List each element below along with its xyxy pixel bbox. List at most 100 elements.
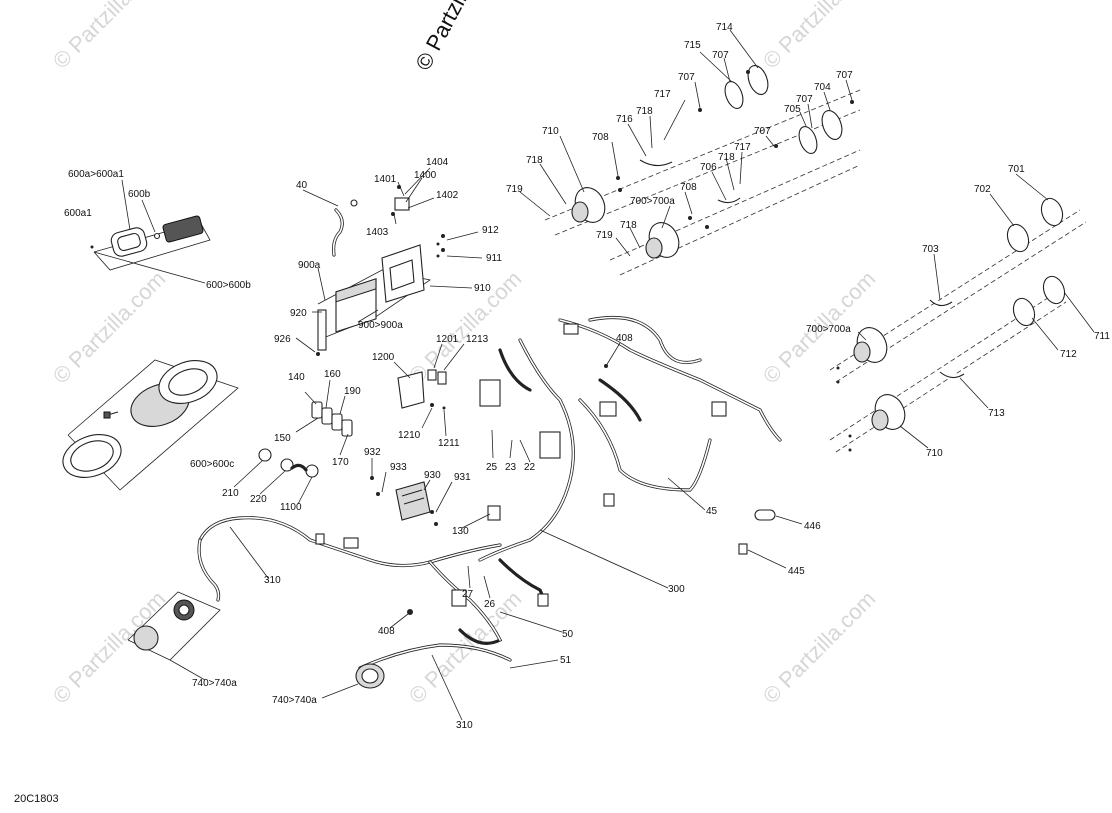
watermark: © Partzilla.com	[48, 266, 171, 389]
button-220	[280, 458, 294, 472]
callout-1403: 1403	[366, 227, 389, 238]
callout-706: 706	[700, 162, 717, 173]
callout-1400: 1400	[414, 170, 437, 181]
callout-740-right: 740>740a	[272, 695, 317, 706]
callout-900-900a: 900>900a	[358, 320, 403, 331]
callout-140: 140	[288, 372, 305, 383]
callout-700-top: 700>700a	[630, 196, 675, 207]
relay-1400	[391, 185, 410, 216]
callout-700-right: 700>700a	[806, 324, 851, 335]
callout-25: 25	[486, 462, 498, 473]
callout-labels: 600a>600a1 600b 600a1 600>600b 600>600c …	[64, 22, 1110, 731]
callout-130: 130	[452, 526, 469, 537]
clip-703	[929, 299, 953, 307]
ring-702	[1006, 223, 1030, 253]
callout-714: 714	[716, 22, 733, 33]
callout-715: 715	[684, 40, 701, 51]
callout-716: 716	[616, 114, 633, 125]
callout-600a1: 600a1	[64, 208, 92, 219]
callout-445: 445	[788, 566, 805, 577]
callout-931: 931	[454, 472, 471, 483]
ring-715	[724, 81, 744, 109]
callout-220: 220	[250, 494, 267, 505]
watermark: © Partzilla.com	[48, 0, 171, 74]
switch-170	[341, 419, 353, 437]
callout-900a: 900a	[298, 260, 321, 271]
callout-1200: 1200	[372, 352, 395, 363]
clip-706	[717, 197, 741, 204]
ring-714	[747, 65, 769, 95]
switch-190	[331, 413, 343, 431]
callout-711: 711	[1094, 331, 1110, 342]
callout-51: 51	[560, 655, 572, 666]
watermark: © Partzilla.com	[758, 0, 881, 74]
ring-701	[1040, 197, 1064, 227]
group-900	[316, 185, 445, 356]
callout-1201: 1201	[436, 334, 459, 345]
callout-22: 22	[524, 462, 536, 473]
leader-lines	[121, 29, 1095, 721]
callout-920: 920	[290, 308, 307, 319]
callout-1402: 1402	[436, 190, 459, 201]
callout-717-a: 717	[654, 89, 671, 100]
group-600c	[62, 359, 239, 491]
callout-701: 701	[1008, 164, 1025, 175]
grille-600b	[162, 215, 204, 243]
clip-716	[639, 159, 673, 167]
strap-920	[317, 309, 327, 351]
callout-718-c: 718	[718, 152, 735, 163]
callout-27: 27	[462, 589, 474, 600]
callout-718-d: 718	[620, 220, 637, 231]
callout-310-bottom: 310	[456, 720, 473, 731]
callout-712: 712	[1060, 349, 1077, 360]
callout-23: 23	[505, 462, 517, 473]
callout-600a-600a1: 600a>600a1	[68, 169, 124, 180]
callout-150: 150	[274, 433, 291, 444]
copyright-text: © Partzilla.com	[410, 0, 502, 74]
callout-707-c: 707	[754, 126, 771, 137]
callout-408-top: 408	[616, 333, 633, 344]
callout-703: 703	[922, 244, 939, 255]
callout-600-600c: 600>600c	[190, 459, 234, 470]
callout-740-left: 740>740a	[192, 678, 237, 689]
ring-712	[1012, 297, 1036, 327]
callout-719-a: 719	[506, 184, 523, 195]
watermark: © Partzilla.com	[758, 586, 881, 709]
button-210	[258, 448, 272, 462]
callout-911: 911	[486, 253, 502, 264]
callout-702: 702	[974, 184, 991, 195]
callout-710-right: 710	[926, 448, 943, 459]
callout-300: 300	[668, 584, 685, 595]
callout-1404: 1404	[426, 157, 449, 168]
callout-1211: 1211	[438, 438, 460, 449]
callout-50: 50	[562, 629, 574, 640]
callout-446: 446	[804, 521, 821, 532]
group-1200	[397, 369, 447, 410]
connectors	[738, 509, 776, 555]
callout-708-b: 708	[680, 182, 697, 193]
callout-190: 190	[344, 386, 361, 397]
callout-408-bottom: 408	[378, 626, 395, 637]
callout-718-b: 718	[526, 155, 543, 166]
callout-40: 40	[296, 180, 308, 191]
callout-912: 912	[482, 225, 499, 236]
callout-210: 210	[222, 488, 239, 499]
callout-170: 170	[332, 457, 349, 468]
lens-740	[133, 625, 159, 651]
ring-705	[798, 126, 818, 154]
callout-933: 933	[390, 462, 407, 473]
callout-310-left: 310	[264, 575, 281, 586]
seal-446	[754, 509, 776, 521]
ring-704	[821, 110, 843, 140]
clip-713	[939, 371, 965, 379]
group-930	[370, 476, 438, 526]
callout-26: 26	[484, 599, 496, 610]
callout-930: 930	[424, 470, 441, 481]
headlight-group-right	[829, 197, 1087, 453]
callout-926: 926	[274, 334, 291, 345]
callout-1213: 1213	[466, 334, 489, 345]
callout-707-a: 707	[712, 50, 729, 61]
callout-704: 704	[814, 82, 831, 93]
callout-600-600b: 600>600b	[206, 280, 251, 291]
harness-300	[478, 315, 782, 562]
